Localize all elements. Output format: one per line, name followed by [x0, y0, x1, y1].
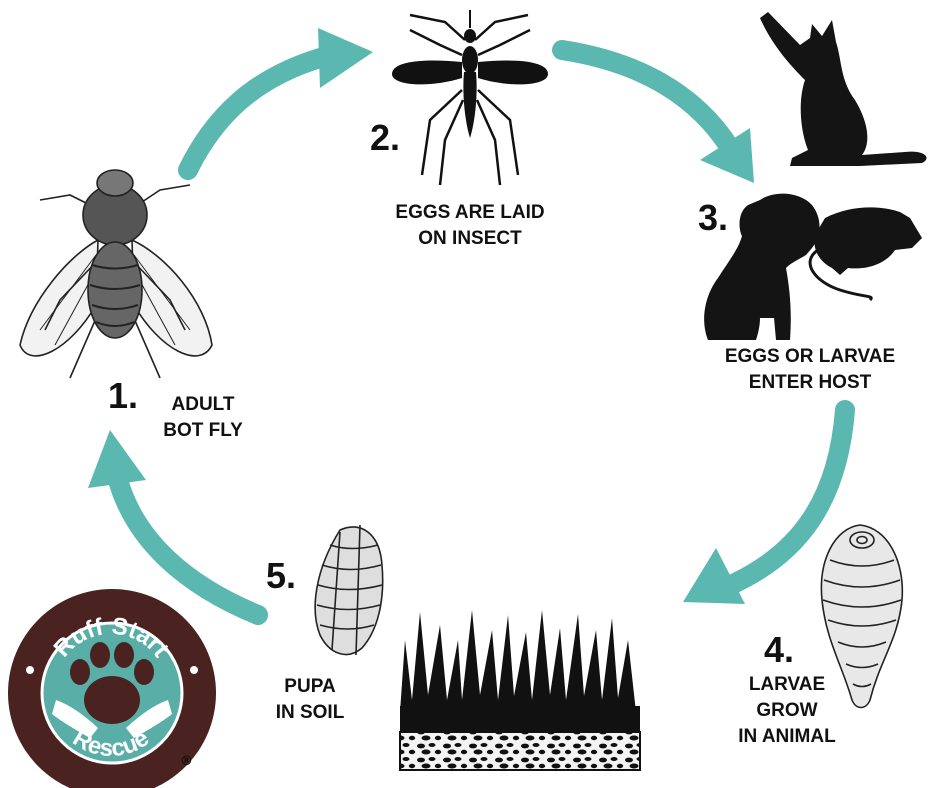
ruff-start-rescue-logo	[8, 589, 216, 788]
step-5-number: 5.	[266, 555, 297, 596]
step-3-caption-line: EGGS OR LARVAE	[724, 346, 896, 367]
step-5-caption: PUPA IN SOIL	[258, 674, 362, 726]
logo-top-textpath: Ruff Start	[49, 613, 174, 663]
step-1-number: 1.	[108, 375, 139, 416]
cycle-arrows	[88, 28, 855, 625]
step-4-caption-line: IN ANIMAL	[738, 726, 836, 747]
step-3-number: 3.	[698, 197, 729, 238]
step-4-caption-line: GROW	[756, 700, 818, 721]
step-1-caption-line: BOT FLY	[163, 420, 243, 441]
arrow-2-to-3	[552, 40, 754, 183]
bot-fly-icon	[19, 169, 213, 379]
step-4-caption: LARVAE GROW IN ANIMAL	[712, 672, 862, 750]
logo-bottom-text: Rescue	[68, 724, 154, 762]
step-1-caption: ADULT BOT FLY	[148, 392, 258, 444]
arrow-1-to-2	[178, 28, 373, 180]
dog-silhouette-icon	[704, 193, 820, 340]
soil-grass-icon	[399, 610, 641, 771]
logo-top-text: Ruff Start	[49, 613, 174, 663]
step-4-caption-line: LARVAE	[748, 674, 826, 695]
cat-silhouette-icon	[760, 12, 927, 166]
mosquito-icon	[392, 10, 548, 186]
rat-silhouette-icon	[808, 207, 922, 302]
registered-mark: ®	[180, 754, 193, 769]
step-5-caption-line: PUPA	[284, 676, 336, 697]
host-animals-icon	[704, 12, 927, 340]
pupa-icon	[314, 524, 384, 656]
paw-icon	[70, 642, 154, 724]
larva-icon	[820, 524, 904, 709]
step-5-caption-line: IN SOIL	[275, 702, 345, 723]
arrow-3-to-4	[683, 400, 855, 604]
step-2-caption: EGGS ARE LAID ON INSECT	[368, 200, 572, 252]
hands-icon	[52, 700, 172, 738]
step-3-caption-line: ENTER HOST	[748, 372, 872, 393]
arrow-5-to-1	[88, 430, 268, 625]
step-1-caption-line: ADULT	[171, 394, 235, 415]
step-2-number: 2.	[370, 117, 401, 158]
step-3-caption: EGGS OR LARVAE ENTER HOST	[694, 344, 926, 396]
step-2-caption-line: EGGS ARE LAID	[395, 202, 545, 223]
step-4-number: 4.	[764, 629, 795, 670]
logo-bottom-textpath: Rescue	[68, 724, 154, 762]
step-2-caption-line: ON INSECT	[418, 228, 522, 249]
